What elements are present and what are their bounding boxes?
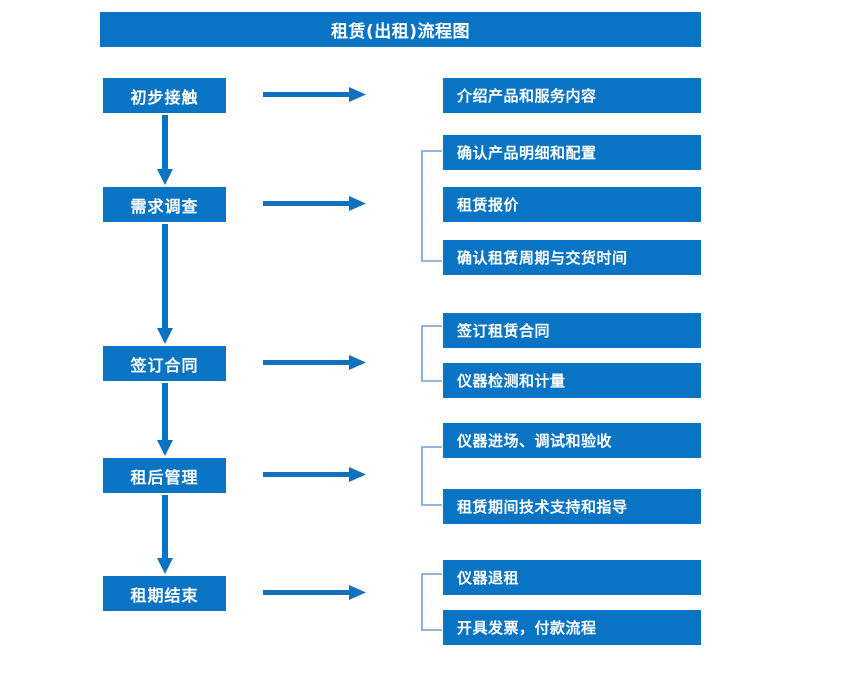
right-arrow-4 (263, 465, 366, 487)
stage-box-5[interactable]: 租期结束 (103, 576, 226, 611)
group-bracket-4 (420, 446, 443, 506)
detail-box-3-1[interactable]: 签订租赁合同 (443, 313, 701, 348)
right-arrow-3 (263, 353, 366, 375)
detail-box-2-3[interactable]: 确认租赁周期与交货时间 (443, 240, 701, 275)
group-bracket-5 (420, 573, 443, 631)
right-arrow-5 (263, 583, 366, 605)
right-arrow-2 (263, 194, 366, 216)
detail-box-1-1[interactable]: 介绍产品和服务内容 (443, 78, 701, 113)
stage-box-3[interactable]: 签订合同 (103, 346, 226, 381)
detail-box-3-2[interactable]: 仪器检测和计量 (443, 363, 701, 398)
detail-box-2-2[interactable]: 租赁报价 (443, 187, 701, 222)
group-bracket-3 (420, 325, 443, 382)
down-arrow-1 (154, 115, 176, 185)
stage-box-2[interactable]: 需求调查 (103, 187, 226, 222)
down-arrow-2 (154, 224, 176, 344)
page-title: 租赁(出租)流程图 (100, 12, 701, 47)
detail-box-4-1[interactable]: 仪器进场、调试和验收 (443, 423, 701, 458)
detail-box-5-2[interactable]: 开具发票，付款流程 (443, 610, 701, 645)
detail-box-5-1[interactable]: 仪器退租 (443, 560, 701, 595)
group-bracket-2 (420, 150, 443, 262)
detail-box-2-1[interactable]: 确认产品明细和配置 (443, 135, 701, 170)
stage-box-4[interactable]: 租后管理 (103, 458, 226, 493)
detail-box-4-2[interactable]: 租赁期间技术支持和指导 (443, 489, 701, 524)
down-arrow-3 (154, 383, 176, 456)
down-arrow-4 (154, 495, 176, 574)
right-arrow-1 (263, 85, 366, 107)
stage-box-1[interactable]: 初步接触 (103, 78, 226, 113)
